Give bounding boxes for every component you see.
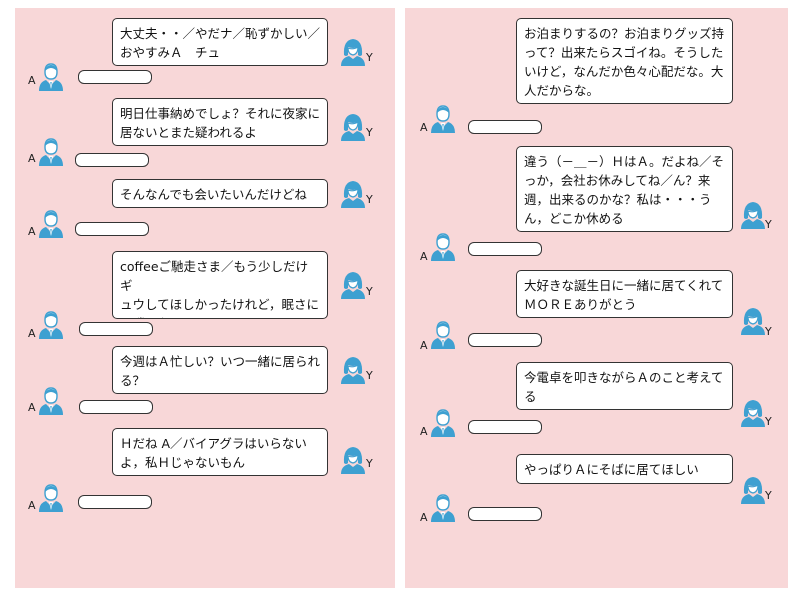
speaker-a-label: A xyxy=(28,225,36,238)
male-avatar-icon xyxy=(430,104,456,134)
male-avatar-icon xyxy=(430,320,456,350)
speaker-y-label: Y xyxy=(366,369,373,382)
empty-reply-bubble xyxy=(468,120,542,134)
message-bubble: 違う（－＿－）ＨはＡ。だよね／そ っか，会社お休みしてね／ん？来 週，出来るのか… xyxy=(516,146,733,232)
message-bubble: 大丈夫・・／やだナ／恥ずかしい／ おやすみＡ チュ xyxy=(112,18,328,66)
female-avatar-icon xyxy=(740,398,766,428)
female-avatar-icon xyxy=(340,37,366,67)
male-avatar-icon xyxy=(38,386,64,416)
female-avatar-icon xyxy=(340,112,366,142)
empty-reply-bubble xyxy=(468,242,542,256)
speaker-a-label: A xyxy=(28,327,36,340)
speaker-a-label: A xyxy=(420,339,428,352)
speaker-y-label: Y xyxy=(765,325,772,338)
empty-reply-bubble xyxy=(79,400,153,414)
speaker-y-label: Y xyxy=(765,415,772,428)
male-avatar-icon xyxy=(430,232,456,262)
male-avatar-icon xyxy=(38,310,64,340)
speaker-y-label: Y xyxy=(366,285,373,298)
message-bubble: 明日仕事納めでしょ？それに夜家に 居ないとまた疑われるよ xyxy=(112,98,328,146)
speaker-a-label: A xyxy=(28,74,36,87)
empty-reply-bubble xyxy=(78,495,152,509)
speaker-a-label: A xyxy=(28,499,36,512)
female-avatar-icon xyxy=(740,200,766,230)
female-avatar-icon xyxy=(740,475,766,505)
message-bubble: Ｈだね A／バイアグラはいらない よ，私Ｈじゃないもん xyxy=(112,428,328,476)
speaker-y-label: Y xyxy=(366,193,373,206)
speaker-a-label: A xyxy=(28,152,36,165)
message-bubble: 大好きな誕生日に一緒に居てくれて ＭＯＲＥありがとう xyxy=(516,270,733,318)
message-bubble: お泊まりするの？お泊まりグッズ持 って？出来たらスゴイね。そうした いけど，なん… xyxy=(516,18,733,104)
speaker-a-label: A xyxy=(420,121,428,134)
speaker-y-label: Y xyxy=(366,51,373,64)
female-avatar-icon xyxy=(340,270,366,300)
speaker-a-label: A xyxy=(28,401,36,414)
empty-reply-bubble xyxy=(79,322,153,336)
empty-reply-bubble xyxy=(468,333,542,347)
female-avatar-icon xyxy=(340,179,366,209)
speaker-y-label: Y xyxy=(765,218,772,231)
female-avatar-icon xyxy=(340,445,366,475)
empty-reply-bubble xyxy=(468,420,542,434)
message-bubble: そんなんでも会いたいんだけどね xyxy=(112,179,328,208)
message-bubble: 今週はＡ忙しい？いつ一緒に居られ る？ xyxy=(112,346,328,394)
empty-reply-bubble xyxy=(468,507,542,521)
speaker-y-label: Y xyxy=(366,457,373,470)
male-avatar-icon xyxy=(38,483,64,513)
speaker-a-label: A xyxy=(420,250,428,263)
male-avatar-icon xyxy=(38,209,64,239)
message-bubble: 今電卓を叩きながらＡのこと考えて る xyxy=(516,362,733,410)
female-avatar-icon xyxy=(340,355,366,385)
male-avatar-icon xyxy=(430,408,456,438)
male-avatar-icon xyxy=(38,137,64,167)
speaker-y-label: Y xyxy=(366,126,373,139)
speaker-a-label: A xyxy=(420,511,428,524)
empty-reply-bubble xyxy=(75,153,149,167)
message-bubble: やっぱりＡにそばに居てほしい xyxy=(516,454,733,484)
speaker-a-label: A xyxy=(420,425,428,438)
message-bubble: coffeeご馳走さま／もう少しだけギ ュウしてほしかったけれど，眠さに は勝て… xyxy=(112,251,328,319)
male-avatar-icon xyxy=(38,62,64,92)
empty-reply-bubble xyxy=(75,222,149,236)
female-avatar-icon xyxy=(740,306,766,336)
empty-reply-bubble xyxy=(78,70,152,84)
speaker-y-label: Y xyxy=(765,489,772,502)
male-avatar-icon xyxy=(430,493,456,523)
